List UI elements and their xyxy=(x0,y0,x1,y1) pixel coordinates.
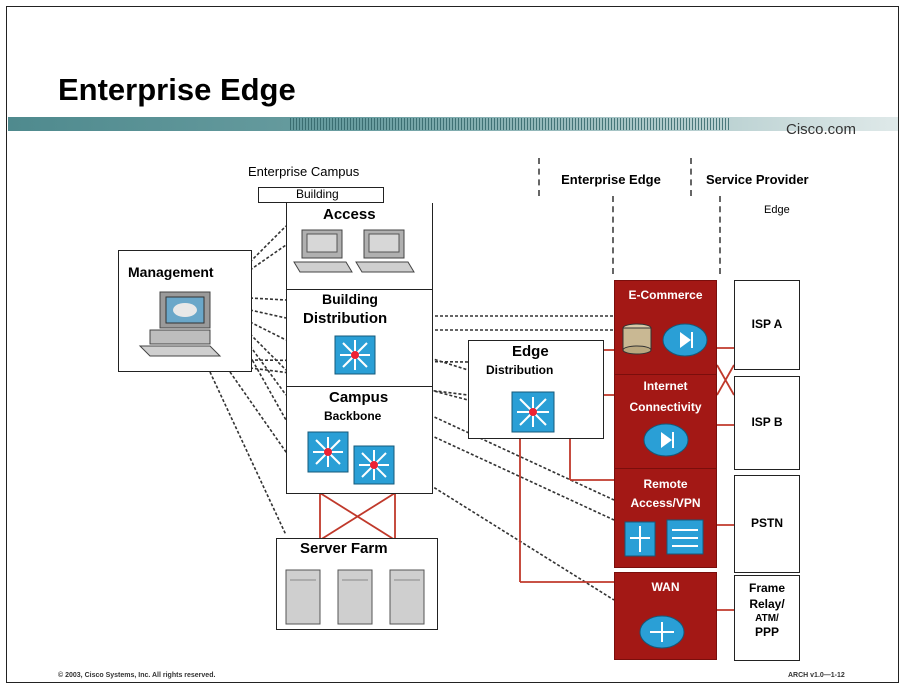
building-distribution-label-1: Building xyxy=(322,291,378,307)
building-label-box xyxy=(258,187,384,203)
edge-distribution-label-1: Edge xyxy=(512,343,549,360)
divider-dash xyxy=(612,196,614,274)
campus-header: Enterprise Campus xyxy=(248,164,360,179)
slide-number-footer: ARCH v1.0—1-12 xyxy=(788,672,845,679)
copyright-footer: © 2003, Cisco Systems, Inc. All rights r… xyxy=(58,672,216,679)
frame-relay-line: Frame xyxy=(748,581,786,595)
frame-relay-line: Relay/ xyxy=(749,596,785,611)
ecommerce-label: E-Commerce xyxy=(628,288,703,302)
pstn-box: PSTN xyxy=(734,475,800,573)
wan-label: WAN xyxy=(651,580,680,594)
divider-dash xyxy=(690,158,692,196)
frame-relay-box xyxy=(734,575,800,661)
internet-label-2: Connectivity xyxy=(629,400,702,414)
building-header: Building xyxy=(296,187,339,201)
access-label: Access xyxy=(323,206,376,223)
server-farm-label: Server Farm xyxy=(300,540,388,557)
divider-dash xyxy=(538,158,540,196)
campus-backbone-label-2: Backbone xyxy=(324,409,382,423)
remote-label-1: Remote xyxy=(643,477,688,491)
isp-a-box: ISP A xyxy=(734,280,800,370)
service-provider-header: Service Provider xyxy=(706,172,809,187)
campus-backbone-label-1: Campus xyxy=(329,389,389,406)
internet-label-1: Internet xyxy=(643,379,688,393)
building-distribution-label-2: Distribution xyxy=(303,310,388,327)
management-label: Management xyxy=(128,264,214,280)
header-stripes xyxy=(290,118,730,130)
edge-distribution-label-2: Distribution xyxy=(486,363,554,377)
frame-relay-line: ATM/ xyxy=(755,613,779,625)
frame-relay-label: Frame Relay/ ATM/ PPP xyxy=(738,581,796,641)
frame-relay-line: PPP xyxy=(754,625,779,640)
divider-dash xyxy=(719,196,721,274)
brand-link[interactable]: Cisco.com xyxy=(786,121,857,138)
enterprise-edge-header: Enterprise Edge xyxy=(561,172,661,187)
slide-title: Enterprise Edge xyxy=(58,72,296,107)
service-provider-edge-header: Edge xyxy=(764,204,790,216)
isp-b-box: ISP B xyxy=(734,376,800,470)
remote-label-2: Access/VPN xyxy=(630,496,701,510)
